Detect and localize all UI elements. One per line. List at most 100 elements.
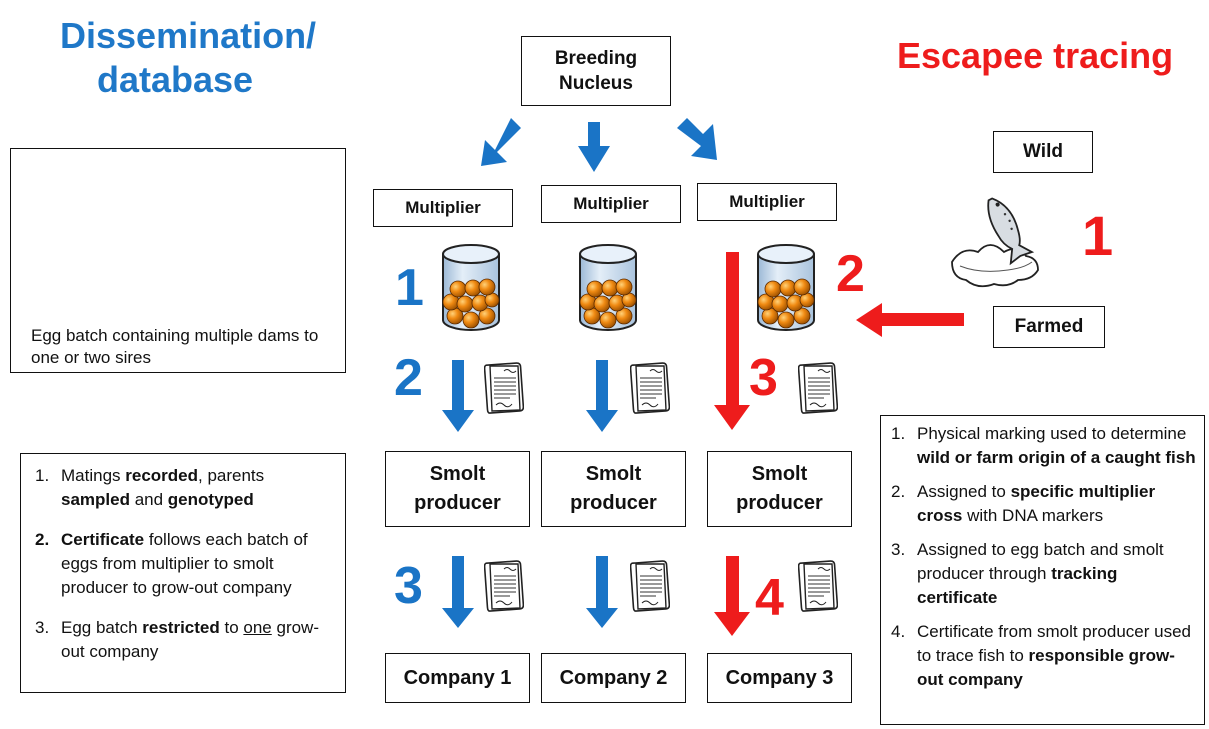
certificate-icon (798, 560, 838, 612)
dissemination-steps-list: 1. Matings recorded, parents sampled and … (35, 464, 335, 664)
step-item: 2. Assigned to specific multiplier cross … (891, 480, 1198, 528)
smolt-producer-box-1: Smolt producer (385, 451, 530, 527)
step-text-run: Egg batch (61, 618, 143, 637)
left-title: Dissemination/ database (60, 15, 317, 100)
step-number: 3. (891, 540, 906, 559)
red-arrow-smolt3-to-company3 (714, 556, 750, 636)
arrow-down-right (677, 118, 717, 160)
blue-arrows-from-nucleus (481, 118, 717, 172)
smolt-producer-label: Smolt producer (570, 463, 657, 514)
step-item: 2. Certificate follows each batch of eggs… (35, 528, 335, 600)
red-arrow-farmed-to-jar (856, 303, 964, 337)
red-step-number-3: 3 (749, 349, 778, 407)
certificate-icon (798, 362, 838, 414)
step-text-run: one (243, 618, 272, 637)
red-step-number-2: 2 (836, 245, 865, 303)
step-item: 4. Certificate from smolt producer used t… (891, 620, 1198, 692)
company-box-3: Company 3 (707, 653, 852, 703)
egg-jar-icon (579, 244, 637, 331)
step-number: 2. (35, 530, 50, 549)
step-number: 1. (35, 466, 50, 485)
blue-column-arrows (442, 360, 618, 628)
step-text-run: tracking certificate (917, 564, 1118, 607)
arrow-smolt1-to-company1 (442, 556, 474, 628)
arrow-mult2-to-smolt2 (586, 360, 618, 432)
step-text-run: wild or farm origin of a caught fish (917, 448, 1196, 467)
breeding-nucleus-label: Breeding Nucleus (554, 48, 638, 94)
step-text: Assigned to specific multiplier cross wi… (917, 480, 1198, 528)
step-text-run: follows each batch of eggs from multipli… (61, 530, 308, 597)
jumping-fish-icon (951, 197, 1039, 288)
dissemination-steps-panel: 1. Matings recorded, parents sampled and … (20, 453, 346, 693)
certificate-icon (630, 560, 670, 612)
step-text: Matings recorded, parents sampled and ge… (61, 464, 335, 512)
egg-batch-panel: Egg batch containing multiple dams to on… (10, 148, 346, 373)
step-text-run: recorded (125, 466, 198, 485)
step-text: Physical marking used to determine wild … (917, 422, 1198, 470)
multiplier-label: Multiplier (729, 192, 805, 211)
escapee-steps-panel: 1.Physical marking used to determine wil… (880, 415, 1205, 725)
step-number-1: 1 (395, 259, 424, 317)
step-text-run: Matings (61, 466, 126, 485)
company-label: Company 2 (559, 666, 668, 689)
breeding-nucleus-box: Breeding Nucleus (521, 36, 671, 106)
step-text-run: and (129, 490, 168, 509)
step-text-run: , parents (198, 466, 265, 485)
multiplier-box-1: Multiplier (373, 189, 513, 227)
step-number: 2. (891, 482, 906, 501)
red-arrows (714, 252, 964, 636)
step-item: 3. Egg batch restricted to one grow-out c… (35, 616, 335, 664)
step-number-3: 3 (394, 557, 423, 615)
certificate-icon (484, 362, 524, 414)
multiplier-label: Multiplier (405, 198, 481, 217)
multiplier-box-2: Multiplier (541, 185, 681, 223)
escapee-steps-list: 1.Physical marking used to determine wil… (891, 422, 1198, 692)
right-title: Escapee tracing (897, 35, 1174, 76)
company-label: Company 3 (725, 666, 834, 689)
certificate-icon (630, 362, 670, 414)
smolt-producer-label: Smolt producer (414, 463, 501, 514)
red-step-number-1: 1 (1082, 204, 1114, 267)
egg-jar-icon (442, 244, 500, 331)
arrow-down-left (481, 118, 521, 166)
smolt-producer-label: Smolt producer (736, 463, 823, 514)
farmed-box: Farmed (993, 306, 1105, 348)
step-text-run: grow-out company (61, 618, 319, 661)
multiplier-label: Multiplier (573, 194, 649, 213)
arrow-mult1-to-smolt1 (442, 360, 474, 432)
smolt-producer-box-3: Smolt producer (707, 451, 852, 527)
egg-batch-caption: Egg batch containing multiple dams to on… (31, 326, 319, 367)
step-number-2: 2 (394, 349, 423, 407)
step-text-run: Assigned to egg batch and smolt producer… (917, 540, 1164, 583)
step-text-run: sampled (61, 490, 130, 509)
company-label: Company 1 (403, 666, 512, 689)
step-text-run: genotyped (167, 490, 254, 509)
company-box-2: Company 2 (541, 653, 686, 703)
step-text-run: specific multiplier cross (917, 482, 1156, 525)
step-text-run: Certificate (61, 530, 145, 549)
wild-label: Wild (1023, 141, 1063, 162)
step-text: Certificate follows each batch of eggs f… (61, 528, 335, 600)
step-text-run: to (219, 618, 244, 637)
wild-box: Wild (993, 131, 1093, 173)
step-number: 3. (35, 618, 50, 637)
step-text-run: Assigned to (917, 482, 1011, 501)
red-arrow-mult3-to-smolt3 (714, 252, 750, 430)
step-text-run: restricted (142, 618, 220, 637)
smolt-producer-box-2: Smolt producer (541, 451, 686, 527)
step-text-run: with DNA markers (962, 506, 1104, 525)
multiplier-box-3: Multiplier (697, 183, 837, 221)
red-step-number-4: 4 (755, 569, 784, 627)
step-item: 1. Matings recorded, parents sampled and … (35, 464, 335, 512)
step-text: Assigned to egg batch and smolt producer… (917, 538, 1198, 610)
step-text-run: Certificate from smolt producer used to … (917, 622, 1191, 665)
arrow-down (578, 122, 610, 172)
step-text-run: responsible grow-out company (917, 646, 1175, 689)
step-item: 3. Assigned to egg batch and smolt produc… (891, 538, 1198, 610)
step-text-run: Physical marking used to determine (917, 424, 1187, 443)
farmed-label: Farmed (1014, 316, 1084, 337)
step-number: 4. (891, 622, 906, 641)
egg-jar-icon (757, 244, 815, 331)
step-text: Certificate from smolt producer used to … (917, 620, 1198, 692)
step-item: 1.Physical marking used to determine wil… (891, 422, 1198, 470)
